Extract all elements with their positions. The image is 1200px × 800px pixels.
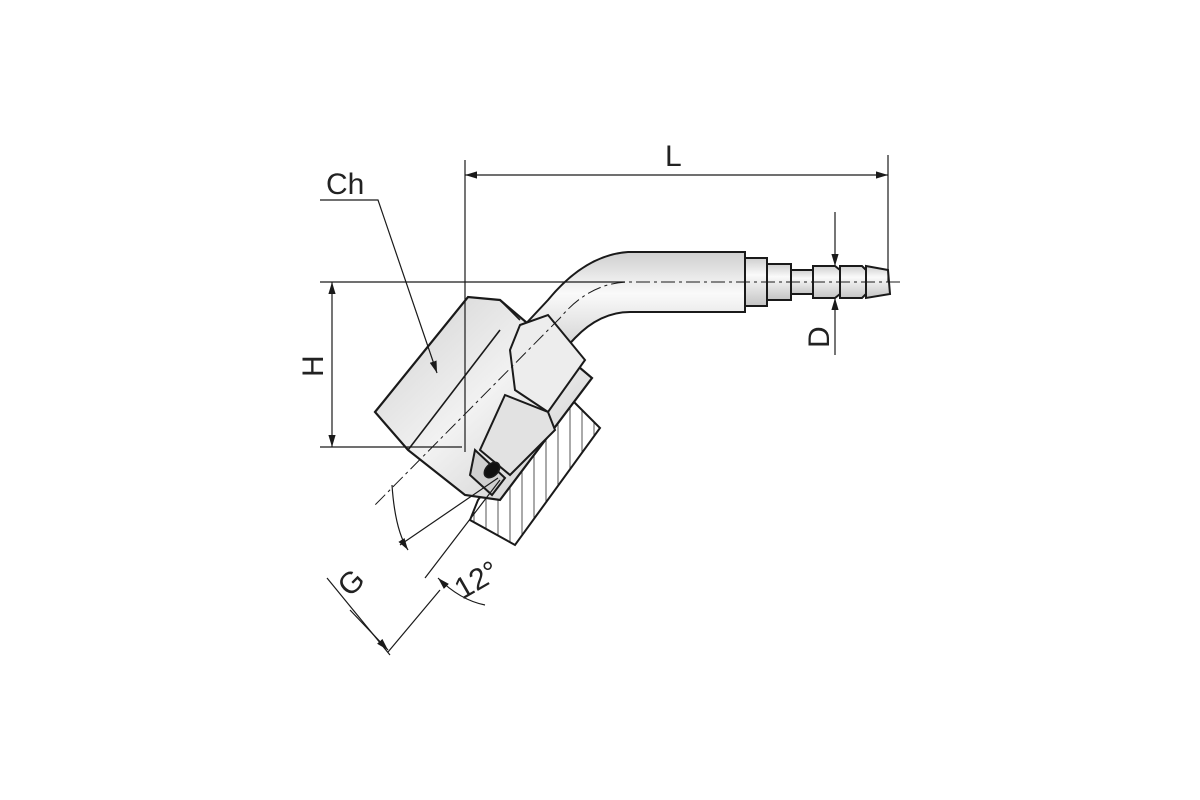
g-dimension-line [349,609,389,651]
label-g: G [332,563,372,603]
barb-3 [865,264,892,300]
label-d: D [803,326,836,348]
label-angle: 12° [449,555,505,606]
o-ring [483,461,501,479]
ch-leader [320,199,438,374]
centerline [374,281,900,506]
angle-arc [391,484,409,551]
label-h: H [297,355,330,377]
sleeve-ring [478,393,557,477]
label-l: L [665,140,682,173]
label-ch: Ch [326,168,364,201]
